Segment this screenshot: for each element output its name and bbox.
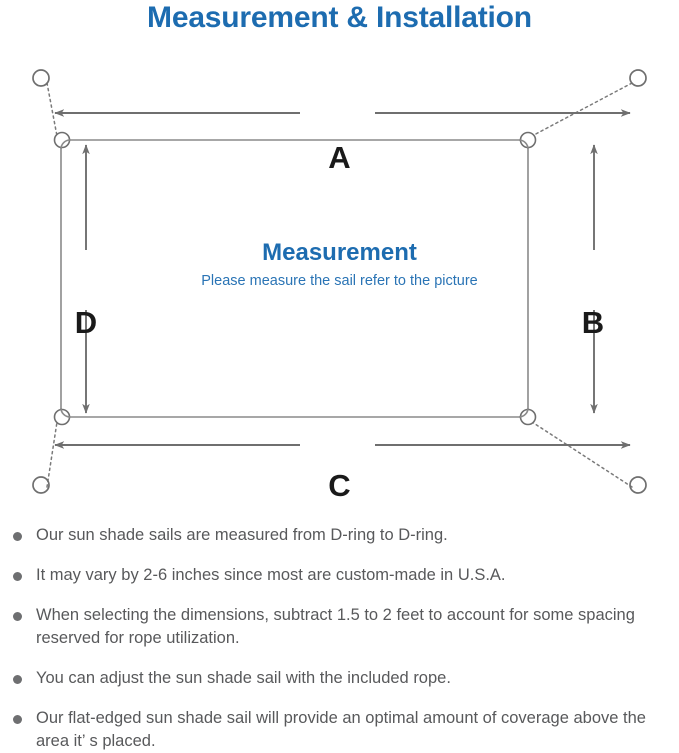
note-text: When selecting the dimensions, subtract … bbox=[36, 606, 635, 647]
dimension-label-a: A bbox=[328, 140, 351, 175]
note-item: You can adjust the sun shade sail with t… bbox=[10, 667, 679, 690]
note-item: It may vary by 2-6 inches since most are… bbox=[10, 564, 679, 587]
page-title: Measurement & Installation bbox=[147, 1, 532, 34]
anchor-circle-bottom-right bbox=[629, 476, 647, 494]
rope-line-top-left bbox=[46, 82, 58, 137]
bullet-icon bbox=[13, 612, 22, 621]
anchor-circle-top-right bbox=[629, 69, 647, 87]
dimension-label-d: D bbox=[74, 305, 98, 340]
bullet-icon bbox=[13, 715, 22, 724]
note-item: Our sun shade sails are measured from D-… bbox=[10, 524, 679, 547]
notes-list: Our sun shade sails are measured from D-… bbox=[10, 524, 679, 753]
bullet-icon bbox=[13, 532, 22, 541]
note-item: When selecting the dimensions, subtract … bbox=[10, 604, 679, 650]
sail-rectangle bbox=[60, 139, 529, 418]
dimension-label-b: B bbox=[581, 305, 605, 340]
rope-line-bottom-left bbox=[46, 421, 58, 488]
note-item: Our flat-edged sun shade sail will provi… bbox=[10, 707, 679, 753]
rope-lines bbox=[46, 82, 633, 488]
note-text: You can adjust the sun shade sail with t… bbox=[36, 669, 451, 687]
note-text: Our sun shade sails are measured from D-… bbox=[36, 526, 448, 544]
anchor-circle-top-left bbox=[32, 69, 50, 87]
d-rings bbox=[53, 131, 537, 426]
note-text: It may vary by 2-6 inches since most are… bbox=[36, 566, 506, 584]
measurement-diagram: A B C D bbox=[0, 45, 679, 515]
bullet-icon bbox=[13, 675, 22, 684]
note-text: Our flat-edged sun shade sail will provi… bbox=[36, 709, 646, 750]
diagram-svg bbox=[32, 69, 647, 494]
dimension-label-c: C bbox=[328, 468, 351, 503]
sail-corner-arcs bbox=[60, 139, 529, 418]
rope-line-top-right bbox=[531, 82, 633, 137]
bullet-icon bbox=[13, 572, 22, 581]
anchor-circle-bottom-left bbox=[32, 476, 50, 494]
anchor-points bbox=[32, 69, 647, 494]
